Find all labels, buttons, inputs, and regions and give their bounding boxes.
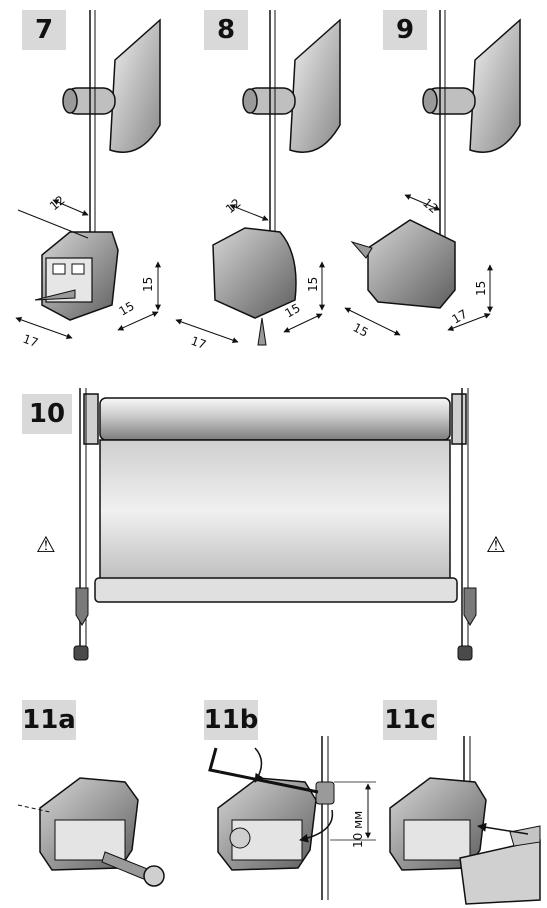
dim-7-depth: 15	[117, 299, 137, 319]
dim-8-top: 12	[223, 196, 244, 217]
dim-8-width: 17	[189, 334, 208, 352]
step-label-11b: 11b	[204, 700, 258, 740]
dim-9-width: 15	[351, 320, 371, 340]
step-label-11c: 11c	[383, 700, 437, 740]
dim-8-side: 15	[306, 277, 320, 292]
step-label-11a: 11a	[22, 700, 76, 740]
step-11a-illustration	[17, 777, 165, 887]
step-11b-illustration	[208, 736, 376, 900]
step-10-illustration	[73, 388, 477, 661]
step-label-10: 10	[22, 394, 72, 434]
step-9-illustration	[344, 10, 521, 336]
warning-icon-left: ⚠	[36, 533, 56, 558]
step-7-illustration	[15, 10, 161, 340]
dim-8-depth: 15	[283, 301, 303, 321]
step-label-8: 8	[204, 10, 248, 50]
dim-7-side: 15	[141, 277, 155, 292]
dim-11b-height: 10 мм	[351, 811, 365, 848]
step-11c-illustration	[389, 736, 541, 905]
step-label-7: 7	[22, 10, 66, 50]
dim-9-top: 12	[420, 196, 441, 217]
step-label-9: 9	[383, 10, 427, 50]
dim-9-side: 15	[474, 281, 488, 296]
step-8-illustration	[175, 10, 341, 346]
dim-7-width: 17	[21, 332, 40, 350]
warning-icon-right: ⚠	[486, 533, 506, 558]
dim-9-depth: 17	[450, 307, 470, 327]
dim-7-top: 12	[47, 193, 68, 214]
